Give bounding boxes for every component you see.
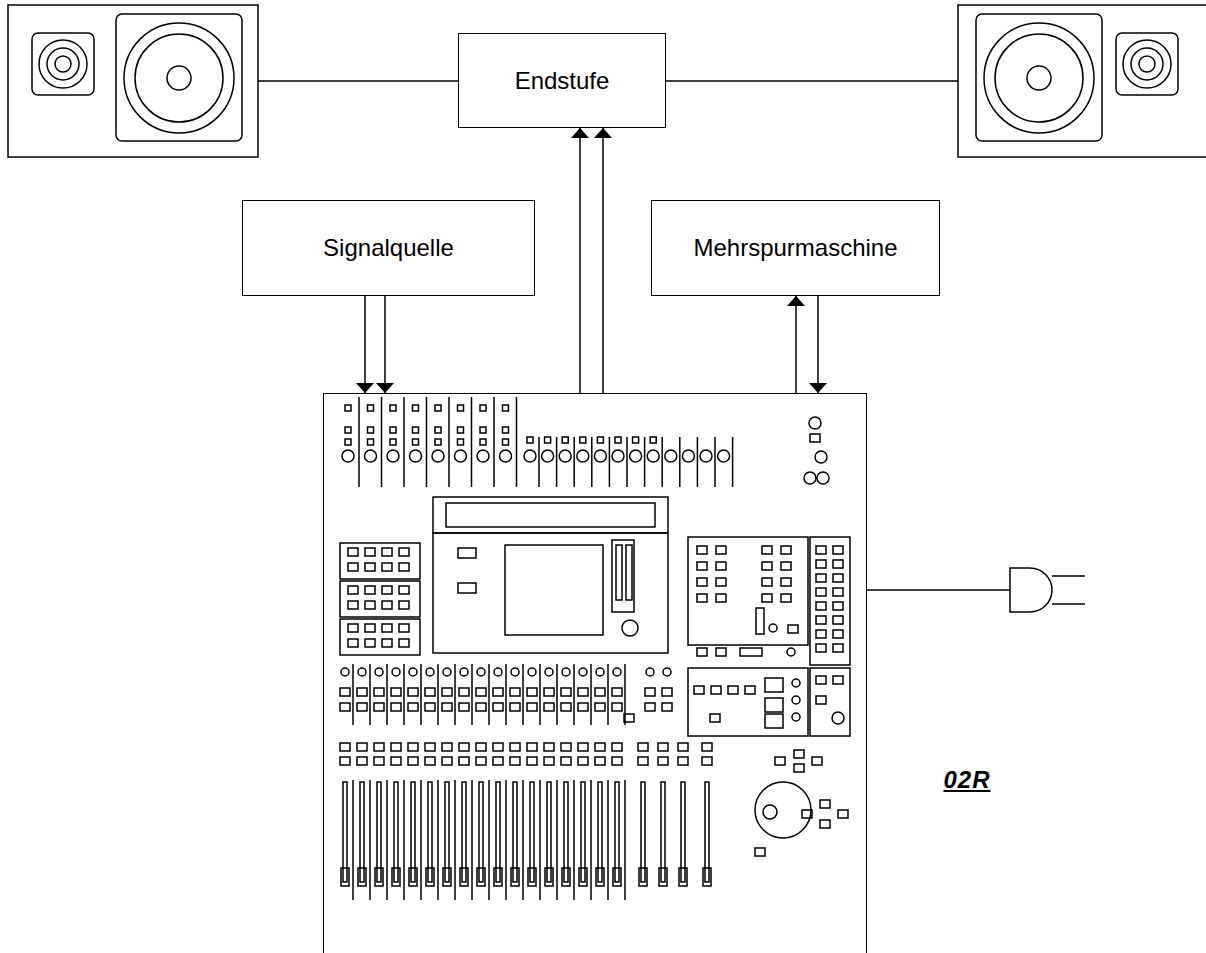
device-box: Endstufe — [458, 33, 666, 128]
brand-logo: 02R — [943, 766, 990, 794]
device-box: Mehrspurmaschine — [651, 200, 940, 296]
speaker-left — [8, 5, 258, 157]
device-label: Endstufe — [515, 67, 610, 95]
power-plug — [867, 568, 1085, 612]
signal-arrow — [602, 128, 604, 393]
mixer-controls — [340, 397, 850, 900]
signal-arrow — [817, 296, 819, 393]
device-label: Mehrspurmaschine — [693, 234, 897, 262]
speaker-cable — [258, 80, 458, 82]
signal-arrow — [364, 296, 366, 393]
signal-arrow — [579, 128, 581, 393]
device-label: Signalquelle — [323, 234, 454, 262]
mixing-console: 02R — [323, 393, 867, 953]
signal-arrow — [795, 296, 797, 393]
speaker-right — [958, 5, 1206, 157]
device-box: Signalquelle — [242, 200, 535, 296]
signal-arrow — [384, 296, 386, 393]
speaker-cable — [666, 80, 958, 82]
